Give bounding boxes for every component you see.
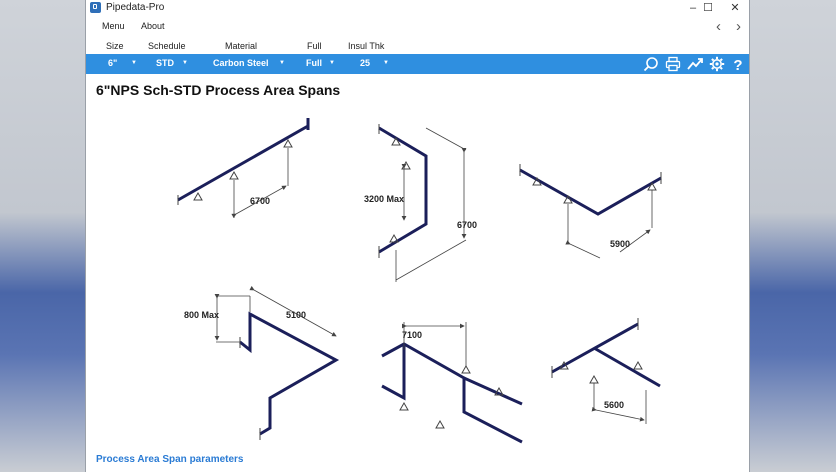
schedule-dropdown[interactable]: STD [156,58,174,68]
back-arrow-icon[interactable]: ‹ [716,18,721,35]
desktop-background-left [0,0,85,472]
menu-bar: Menu About ‹ › [86,18,749,38]
span-diagrams: 6700 3200 Max 6700 [177,118,662,444]
parameter-toolbar: 6" ▼ STD ▼ Carbon Steel ▼ Full ▼ 25 ▼ [86,54,749,74]
forward-arrow-icon[interactable]: › [736,18,741,35]
minimize-icon[interactable]: – [689,2,697,14]
chart-trend-icon[interactable] [687,56,703,72]
page-title: 6"NPS Sch-STD Process Area Spans [96,82,341,98]
diagram-tee-branch: 7100 [381,322,523,444]
full-label: Full [307,41,322,51]
app-logo-icon [90,2,101,13]
size-dropdown[interactable]: 6" [108,58,118,68]
material-label: Material [225,41,258,51]
maximize-icon[interactable]: ☐ [703,2,713,14]
diagram-v-bend: 5900 [519,164,662,259]
title-bar: Pipedata-Pro – ☐ ✕ [86,0,749,16]
app-window: Pipedata-Pro – ☐ ✕ Menu About ‹ › Size S… [85,0,750,472]
full-dropdown[interactable]: Full [306,58,322,68]
print-icon[interactable] [665,56,681,72]
material-dropdown[interactable]: Carbon Steel [213,58,269,68]
menu-item-about[interactable]: About [141,21,165,31]
window-title: Pipedata-Pro [106,2,165,13]
size-dropdown-caret-icon[interactable]: ▼ [131,60,137,66]
size-label: Size [106,41,124,51]
dim-label-d4b: 5100 [286,310,306,320]
help-icon[interactable]: ? [730,56,746,72]
dim-label-d2a: 3200 Max [364,194,404,204]
diagram-u-bend: 3200 Max 6700 [364,124,477,282]
dim-label-d2b: 6700 [457,220,477,230]
dim-label-d5: 7100 [402,330,422,340]
search-icon[interactable] [643,56,659,72]
desktop-background-right [750,0,836,472]
full-dropdown-caret-icon[interactable]: ▼ [329,60,335,66]
menu-item-menu[interactable]: Menu [102,21,125,31]
material-dropdown-caret-icon[interactable]: ▼ [279,60,285,66]
insul-thk-label: Insul Thk [348,41,385,51]
svg-text:?: ? [733,57,742,72]
dim-label-d1: 6700 [250,196,270,206]
dim-label-d3: 5900 [610,239,630,249]
parameter-labels: Size Schedule Material Full Insul Thk [86,40,749,53]
diagram-offset-loop: 800 Max 5100 [184,285,340,440]
schedule-dropdown-caret-icon[interactable]: ▼ [182,60,188,66]
gear-icon[interactable] [709,56,725,72]
schedule-label: Schedule [148,41,186,51]
insul-thk-dropdown[interactable]: 25 [360,58,371,68]
close-icon[interactable]: ✕ [730,2,740,14]
diagram-straight-run: 6700 [177,118,310,219]
insul-thk-dropdown-caret-icon[interactable]: ▼ [383,60,389,66]
diagram-cross-branch: 5600 [551,318,661,424]
dim-label-d6: 5600 [604,400,624,410]
dim-label-d4a: 800 Max [184,310,219,320]
span-parameters-link[interactable]: Process Area Span parameters [96,454,244,465]
